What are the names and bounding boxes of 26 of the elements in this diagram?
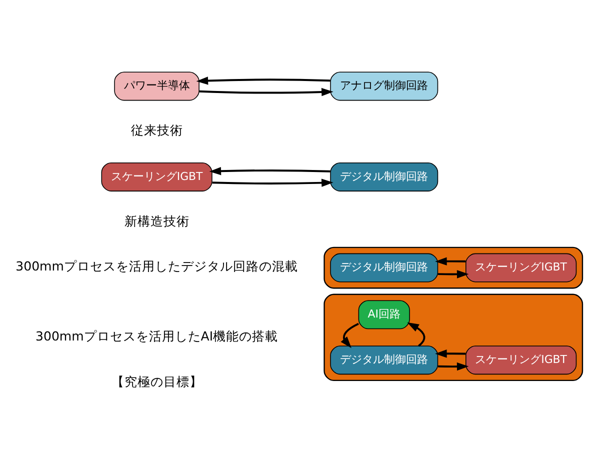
arrow — [212, 178, 334, 186]
node-box: デジタル制御回路 — [330, 162, 438, 191]
node-box: デジタル制御回路 — [330, 345, 438, 374]
label: 【究極の目標】 — [111, 373, 202, 388]
label: 300mmプロセスを活用したデジタル回路の混載 — [16, 258, 298, 274]
arrow — [199, 87, 334, 96]
node-box: スケーリングIGBT — [466, 345, 577, 374]
arrow — [435, 256, 466, 265]
node-box: デジタル制御回路 — [330, 252, 438, 282]
label: 300mmプロセスを活用したAI機能の搭載 — [36, 328, 278, 343]
arrow — [435, 349, 466, 358]
node-box: パワー半導体 — [114, 71, 200, 100]
arrow — [407, 322, 426, 346]
node-box: AI回路 — [358, 300, 410, 329]
node-box: スケーリングIGBT — [101, 162, 212, 191]
arrow — [438, 270, 469, 278]
arrow — [438, 362, 469, 370]
arrow — [209, 166, 330, 175]
arrow — [196, 76, 330, 84]
label: 従来技術 — [130, 122, 183, 138]
label: 新構造技術 — [124, 212, 190, 228]
node-box: スケーリングIGBT — [466, 252, 577, 282]
cluster — [324, 293, 584, 381]
arrow — [340, 322, 359, 348]
cluster — [324, 246, 584, 288]
node-box: アナログ制御回路 — [330, 71, 438, 100]
